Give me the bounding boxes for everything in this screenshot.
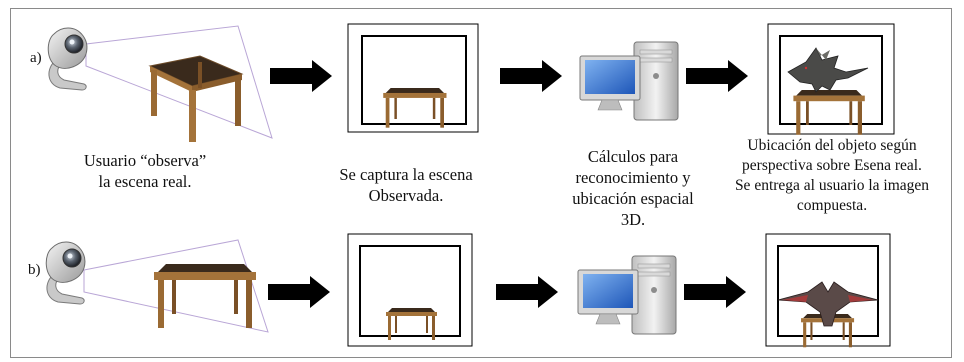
caption-observe: Usuario “observa” la escena real. [83, 151, 207, 191]
row-label-a: a) [30, 50, 42, 66]
caption-capture: Se captura la escena Observada. [339, 165, 473, 205]
webcam-icon [47, 27, 88, 91]
arrow-icon [496, 276, 558, 308]
captured-frame [347, 23, 479, 133]
composite-frame [765, 233, 891, 348]
field-of-view [83, 239, 269, 333]
captured-frame [347, 233, 473, 347]
caption-compute: Cálculos para reconocimiento y ubicación… [572, 147, 694, 229]
arrow-icon [684, 276, 746, 308]
caption-result: Ubicación del objeto según perspectiva s… [734, 137, 930, 214]
arrow-icon [270, 60, 332, 92]
table-icon [149, 55, 243, 143]
computer-icon [579, 41, 679, 121]
computer-icon [577, 255, 677, 335]
webcam-icon [45, 241, 86, 305]
arrow-icon [500, 60, 562, 92]
arrow-icon [686, 60, 748, 92]
row-a [47, 23, 895, 143]
arrow-icon [268, 276, 330, 308]
field-of-view [85, 25, 273, 139]
row-b [45, 233, 891, 348]
row-label-b: b) [28, 262, 41, 278]
composite-frame [767, 23, 895, 135]
